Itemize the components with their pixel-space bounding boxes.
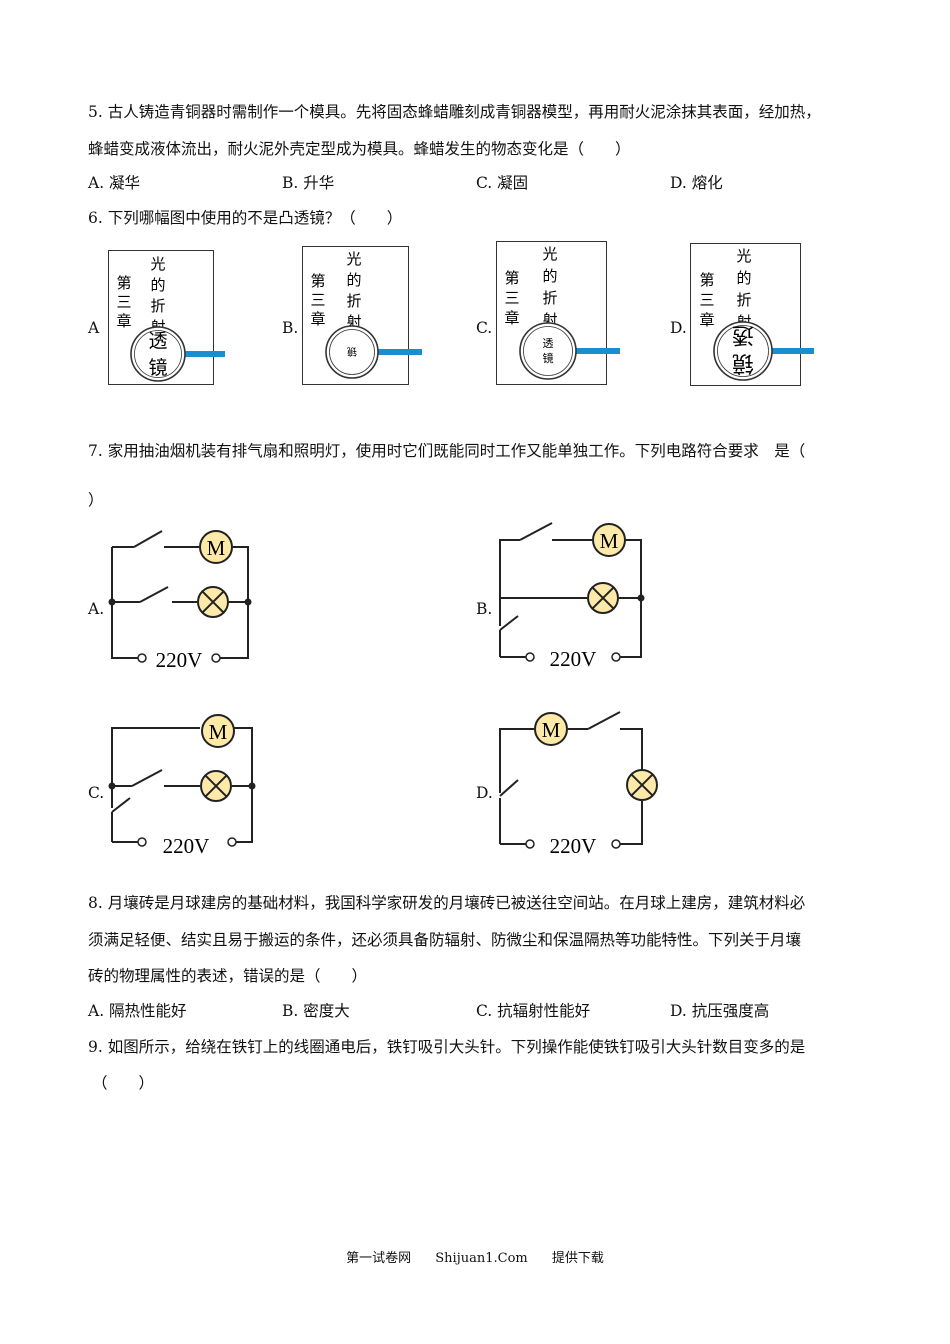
lens-text: 镜 — [732, 350, 754, 375]
lens-text: 透 — [543, 337, 554, 350]
q7-circuit-b: M 220V — [499, 522, 645, 671]
svg-text:章: 章 — [699, 311, 714, 329]
lens-text: 镜 — [148, 357, 167, 379]
book-col1-char: 章 — [116, 312, 131, 330]
motor-icon — [534, 712, 568, 746]
book-col1-char: 三 — [116, 293, 131, 311]
q8-option-c: C. 抗辐射性能好 — [476, 1002, 591, 1020]
q6-figure-d: 第 三 章 光 的 折 射 镜 透 — [690, 243, 814, 386]
svg-text:章: 章 — [310, 310, 325, 328]
svg-text:第: 第 — [699, 271, 714, 289]
q6-figure-a: 第 三 章 光 的 折 射 透 镜 — [108, 250, 225, 385]
svg-text:第: 第 — [504, 269, 519, 287]
q6-question: 6. 下列哪幅图中使用的不是凸透镜？（ ） — [88, 209, 403, 227]
q6-figure-c: 第 三 章 光 的 折 射 透 镜 — [496, 241, 620, 385]
svg-text:的: 的 — [736, 269, 751, 287]
svg-text:220V: 220V — [163, 834, 210, 858]
q7-line1: 7. 家用抽油烟机装有排气扇和照明灯，使用时它们既能同时工作又能单独工作。下列电… — [88, 442, 806, 460]
lamp-icon — [587, 582, 619, 614]
lamp-icon — [197, 586, 229, 618]
q5-option-d: D. 熔化 — [670, 174, 723, 192]
svg-text:折: 折 — [542, 289, 557, 307]
svg-text:M: M — [542, 718, 561, 742]
svg-text:M: M — [207, 536, 226, 560]
lens-handle — [766, 348, 814, 354]
lens-text: 透 — [148, 330, 167, 352]
q9-line2: （ ） — [92, 1074, 155, 1092]
motor-icon — [199, 530, 233, 564]
q7-circuit-a: M 220V — [108, 530, 252, 672]
lens-handle — [572, 348, 620, 354]
svg-text:220V: 220V — [550, 647, 597, 671]
lens-text: 透 — [732, 322, 754, 347]
magnifier-lens — [325, 325, 379, 379]
lens-handle — [376, 349, 422, 355]
footer-site-name: 第一试卷网 — [346, 1251, 412, 1266]
svg-text:三: 三 — [699, 291, 714, 309]
q6-label-a: A — [88, 319, 100, 337]
q7-label-b: B. — [476, 600, 493, 618]
q8-line1: 8. 月壤砖是月球建房的基础材料，我国科学家研发的月壤砖已被送往空间站。在月球上… — [88, 894, 806, 912]
svg-text:第: 第 — [310, 272, 325, 290]
svg-text:章: 章 — [504, 309, 519, 327]
svg-text:M: M — [600, 529, 619, 553]
magnifier-lens — [713, 321, 773, 381]
q5-line2: 蜂蜡变成液体流出，耐火泥外壳定型成为模具。蜂蜡发生的物态变化是（ ） — [88, 140, 631, 158]
lamp-icon — [626, 769, 658, 801]
svg-text:M: M — [209, 720, 228, 744]
book-col2-char: 的 — [150, 276, 165, 294]
svg-text:光: 光 — [542, 245, 557, 263]
svg-text:三: 三 — [310, 291, 325, 309]
magnifier-lens — [519, 322, 577, 380]
book-col2-char: 光 — [150, 255, 165, 273]
svg-text:三: 三 — [504, 289, 519, 307]
svg-text:光: 光 — [346, 250, 361, 268]
svg-text:折: 折 — [346, 292, 361, 310]
svg-text:光: 光 — [736, 247, 751, 265]
svg-text:220V: 220V — [156, 648, 203, 672]
q6-label-b: B. — [282, 319, 299, 337]
svg-text:折: 折 — [736, 291, 751, 309]
q9-line1: 9. 如图所示，给绕在铁钉上的线圈通电后，铁钉吸引大头针。下列操作能使铁钉吸引大… — [88, 1038, 806, 1056]
footer-site-url: Shijuan1.Com — [435, 1251, 528, 1266]
motor-icon — [201, 714, 235, 748]
q7-label-d: D. — [476, 784, 493, 802]
q8-option-d: D. 抗压强度高 — [670, 1002, 770, 1020]
book-col2-char: 折 — [150, 297, 165, 315]
q5-option-b: B. 升华 — [282, 174, 335, 192]
svg-text:220V: 220V — [550, 834, 597, 858]
q6-label-d: D. — [670, 319, 687, 337]
svg-text:的: 的 — [346, 271, 361, 289]
q7-circuit-d: M 220V — [499, 711, 658, 858]
footer-download-text: 提供下载 — [551, 1251, 604, 1266]
page-footer: 第一试卷网 Shijuan1.Com 提供下载 — [0, 1247, 950, 1266]
q6-label-c: C. — [476, 319, 493, 337]
lens-handle — [184, 351, 225, 357]
lens-text: 镜 — [543, 351, 554, 365]
q6-figure-b: 第 三 章 光 的 折 射 镜 — [302, 246, 422, 385]
lamp-icon — [200, 770, 232, 802]
book-col1-char: 第 — [116, 274, 131, 292]
q5-option-c: C. 凝固 — [476, 174, 529, 192]
magnifier-lens — [130, 326, 186, 382]
q7-label-c: C. — [88, 784, 105, 802]
q5-line1: 5. 古人铸造青铜器时需制作一个模具。先将固态蜂蜡雕刻成青铜器模型，再用耐火泥涂… — [88, 103, 821, 121]
q8-line3: 砖的物理属性的表述，错误的是（ ） — [88, 967, 368, 985]
q5-option-a: A. 凝华 — [88, 174, 141, 192]
q8-option-a: A. 隔热性能好 — [88, 1002, 187, 1020]
q7-circuit-c: M 220V — [108, 714, 256, 858]
lens-text: 镜 — [347, 345, 357, 358]
motor-icon — [592, 523, 626, 557]
q8-option-b: B. 密度大 — [282, 1002, 350, 1020]
q7-line2: ） — [88, 491, 104, 509]
q7-label-a: A. — [88, 600, 105, 618]
svg-text:的: 的 — [542, 267, 557, 285]
q8-line2: 须满足轻便、结实且易于搬运的条件，还必须具备防辐射、防微尘和保温隔热等功能特性。… — [88, 931, 802, 949]
